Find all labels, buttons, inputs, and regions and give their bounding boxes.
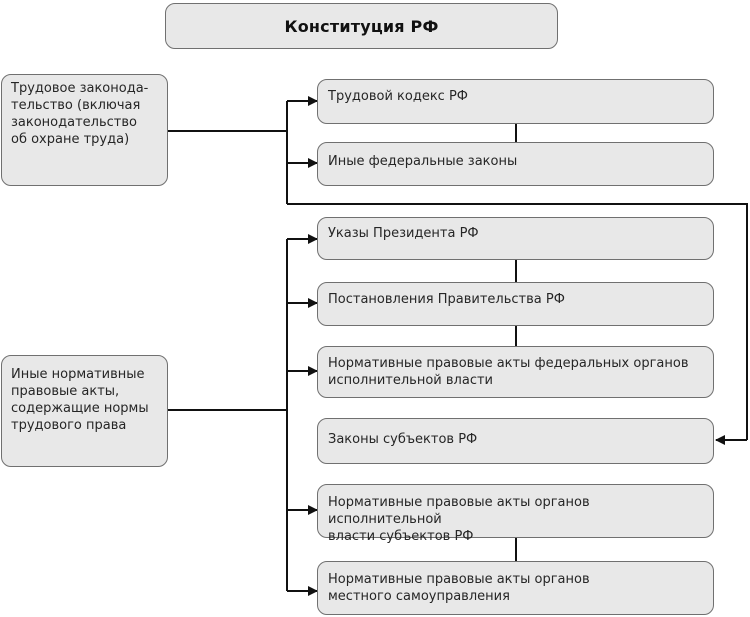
local-government-acts-label: Нормативные правовые акты органов местно…	[328, 572, 590, 604]
regional-bodies-acts-box: Нормативные правовые акты органов исполн…	[317, 484, 714, 544]
government-resolutions-box: Постановления Правительства РФ	[317, 282, 714, 326]
federal-laws-label: Иные федеральные законы	[328, 154, 518, 169]
regional-bodies-acts-label: Нормативные правовые акты органов исполн…	[328, 495, 590, 544]
labor-legislation-box: Трудовое законода- тельство (включая зак…	[1, 74, 168, 186]
federal-bodies-acts-label: Нормативные правовые акты федеральных ор…	[328, 356, 689, 388]
local-government-acts-box: Нормативные правовые акты органов местно…	[317, 561, 714, 615]
connector-to-regional-laws	[287, 203, 748, 440]
regional-laws-label: Законы субъектов РФ	[328, 432, 478, 447]
constitution-box: Конституция РФ	[165, 3, 558, 49]
other-normative-acts-box: Иные нормативные правовые акты, содержащ…	[1, 355, 168, 467]
other-normative-acts-label: Иные нормативные правовые акты, содержащ…	[11, 367, 149, 433]
labor-code-label: Трудовой кодекс РФ	[328, 89, 468, 104]
government-resolutions-label: Постановления Правительства РФ	[328, 292, 565, 307]
constitution-title: Конституция РФ	[284, 16, 439, 36]
labor-code-box: Трудовой кодекс РФ	[317, 79, 714, 124]
federal-laws-box: Иные федеральные законы	[317, 142, 714, 186]
president-decrees-label: Указы Президента РФ	[328, 226, 479, 241]
federal-bodies-acts-box: Нормативные правовые акты федеральных ор…	[317, 346, 714, 398]
president-decrees-box: Указы Президента РФ	[317, 217, 714, 260]
regional-laws-box: Законы субъектов РФ	[317, 418, 714, 464]
labor-legislation-label: Трудовое законода- тельство (включая зак…	[11, 81, 149, 147]
